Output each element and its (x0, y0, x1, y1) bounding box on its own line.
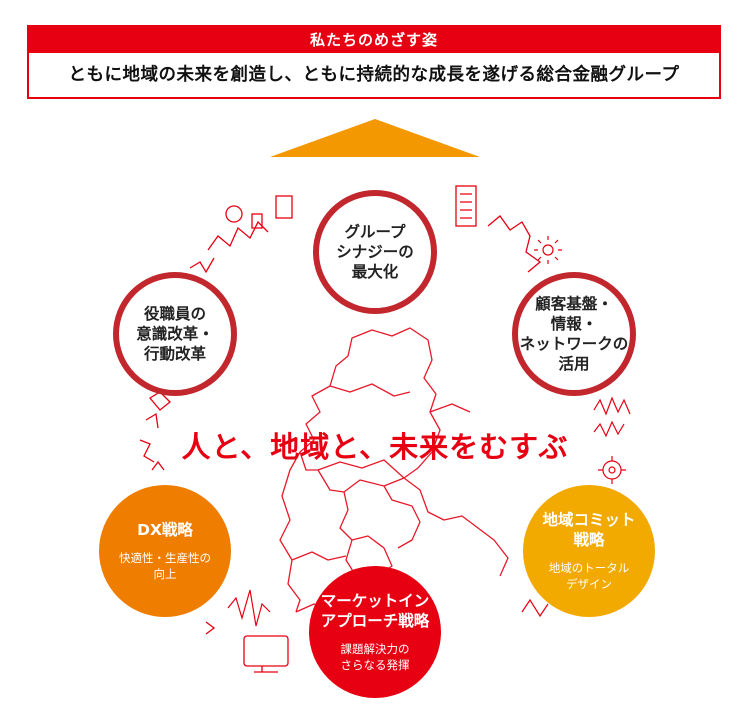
market-in-strategy-title: アプローチ戦略 (320, 612, 430, 630)
market-in-strategy-subtitle-line: さらなる発揮 (340, 658, 410, 672)
dx-strategy-circle: DX戦略 快適性・生産性の 向上 (99, 485, 231, 617)
vision-statement: ともに地域の未来を創造し、ともに持続的な成長を遂げる総合金融グループ (68, 65, 680, 85)
group-synergy-line: 最大化 (351, 263, 399, 281)
group-synergy-line: グループ (344, 223, 406, 241)
dx-strategy-title: DX戦略 (137, 521, 193, 539)
vision-title: 私たちのめざす姿 (29, 27, 719, 53)
dx-strategy-subtitle-line: 向上 (153, 567, 177, 581)
group-synergy-circle: グループ シナジーの 最大化 (313, 190, 437, 314)
market-in-strategy-circle: マーケットイン アプローチ戦略 課題解決力の さらなる発揮 (309, 566, 441, 698)
customer-base-line: 顧客基盤・ (535, 295, 613, 313)
regional-strategy-title: 戦略 (573, 531, 605, 549)
staff-reform-line: 役職員の (143, 305, 206, 323)
regional-strategy-subtitle: 地域のトータル デザイン (549, 560, 630, 592)
regional-strategy-subtitle-line: 地域のトータル (548, 561, 630, 575)
customer-base-circle: 顧客基盤・ 情報・ ネットワークの 活用 (512, 272, 636, 396)
staff-reform-circle: 役職員の 意識改革・ 行動改革 (113, 272, 237, 396)
market-in-strategy-subtitle-line: 課題解決力の (340, 642, 410, 656)
regional-strategy-title: 地域コミット (542, 511, 636, 529)
dx-strategy-subtitle: 快適性・生産性の 向上 (119, 550, 211, 582)
dx-strategy-subtitle-line: 快適性・生産性の (119, 551, 211, 565)
slogan-text: 人と、地域と、未来をむすぶ (181, 430, 569, 464)
vision-banner: 私たちのめざす姿 ともに地域の未来を創造し、ともに持続的な成長を遂げる総合金融グ… (27, 25, 721, 99)
cherry-blossom-icon (521, 456, 626, 618)
waveform-icon (227, 396, 631, 627)
staff-reform-line: 意識改革・ (136, 325, 214, 343)
up-arrow-icon (270, 119, 480, 157)
region-map (279, 327, 509, 613)
monitor-icon (205, 621, 289, 673)
customer-base-line: 活用 (558, 355, 590, 373)
regional-strategy-circle: 地域コミット 戦略 地域のトータル デザイン (523, 485, 655, 617)
market-in-strategy-subtitle: 課題解決力の さらなる発揮 (341, 641, 410, 673)
group-synergy-line: シナジーの (336, 243, 414, 261)
staff-reform-line: 行動改革 (143, 345, 206, 363)
building-icon (455, 185, 542, 273)
customer-base-line: 情報・ (550, 315, 598, 333)
market-in-strategy-title: マーケットイン (320, 592, 430, 610)
regional-strategy-subtitle-line: デザイン (566, 577, 612, 591)
customer-base-line: ネットワークの (519, 335, 629, 353)
sun-icon (534, 236, 562, 264)
